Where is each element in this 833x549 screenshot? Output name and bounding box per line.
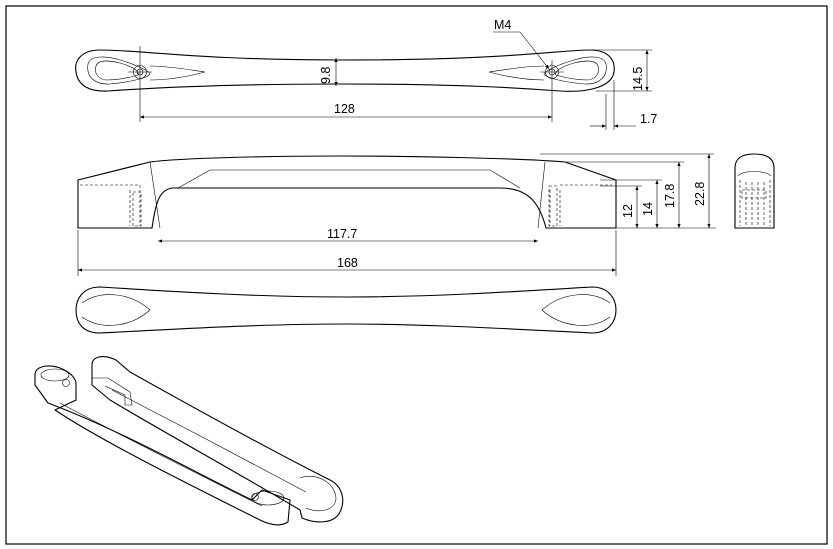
dim-center-distance: 128	[334, 102, 355, 116]
dim-thickness: 9.8	[319, 67, 333, 84]
drawing-frame	[5, 5, 828, 545]
dim-offset: 1.7	[640, 112, 657, 126]
dim-height-17-8: 17.8	[663, 184, 677, 208]
isometric-view	[34, 356, 344, 526]
bottom-view	[75, 286, 617, 334]
dim-height-14: 14	[641, 202, 655, 216]
front-view: 117.7 168 12 14 17.8 22.8	[77, 153, 716, 276]
dim-height-12: 12	[621, 204, 635, 218]
dim-inner-length: 117.7	[327, 227, 357, 241]
top-view: 9.8 128 M4 14.5 1.7	[75, 18, 657, 130]
dim-height-22-8: 22.8	[693, 182, 707, 206]
dim-overall-length: 168	[337, 256, 358, 270]
thread-callout: M4	[494, 18, 511, 32]
dim-end-width: 14.5	[631, 67, 645, 91]
side-view	[734, 153, 775, 229]
